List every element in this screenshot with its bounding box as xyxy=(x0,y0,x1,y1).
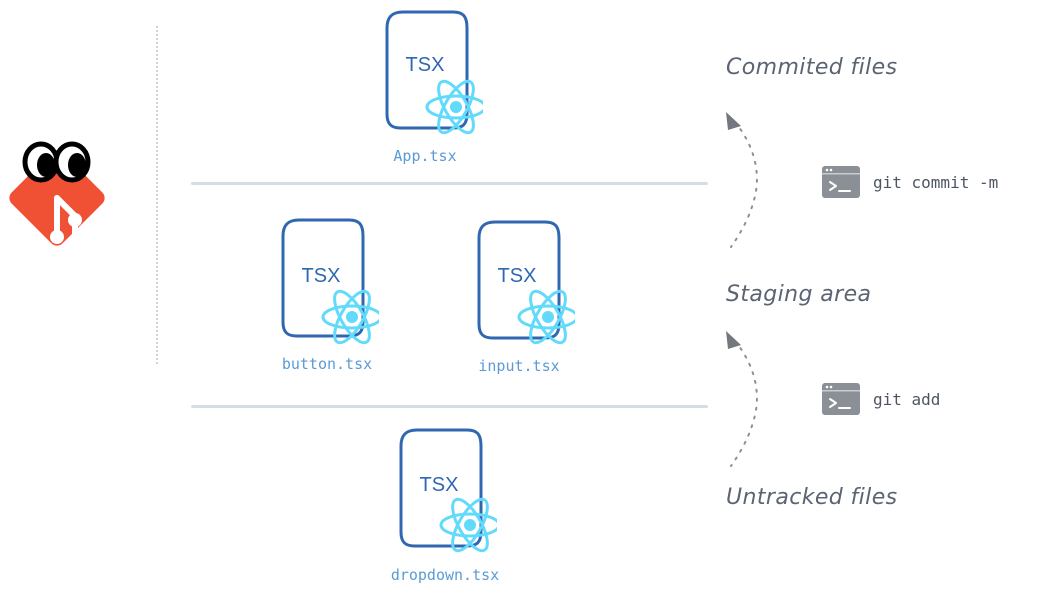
git-logo xyxy=(8,140,118,265)
terminal-icon xyxy=(822,166,860,198)
file-badge: TSX xyxy=(420,474,459,496)
terminal-icon xyxy=(822,383,860,415)
dotted-arrow-up-icon xyxy=(726,331,758,467)
arrow-to-staging xyxy=(723,327,763,467)
tsx-file-icon: TSX xyxy=(385,10,487,135)
arrow-to-committed xyxy=(723,108,763,248)
file-name-dropdown: dropdown.tsx xyxy=(390,566,500,584)
commit-command-text: git commit -m xyxy=(873,172,999,192)
file-name-button: button.tsx xyxy=(281,355,373,373)
tsx-file-icon: TSX xyxy=(281,218,383,345)
file-badge: TSX xyxy=(498,265,537,287)
add-command-text: git add xyxy=(873,389,941,409)
react-icon xyxy=(321,289,383,345)
commit-command: git commit -m xyxy=(821,165,998,199)
file-card-button[interactable]: TSX xyxy=(279,218,383,348)
googly-eyes-icon xyxy=(22,141,91,183)
vertical-divider xyxy=(156,26,158,364)
file-name-input: input.tsx xyxy=(478,357,560,375)
file-card-input[interactable]: TSX xyxy=(475,220,579,350)
committed-staging-separator xyxy=(191,182,708,185)
file-badge: TSX xyxy=(302,265,341,287)
file-card-app[interactable]: TSX xyxy=(383,10,487,140)
tsx-file-icon: TSX xyxy=(399,428,501,553)
stage-label-staging: Staging area xyxy=(726,282,872,307)
react-icon xyxy=(425,79,487,135)
file-name-app: App.tsx xyxy=(393,147,457,165)
staging-untracked-separator xyxy=(191,405,708,408)
dotted-arrow-up-icon xyxy=(726,112,758,248)
file-card-dropdown[interactable]: TSX xyxy=(397,428,501,558)
stage-label-untracked: Untracked files xyxy=(726,485,898,510)
git-logo-icon xyxy=(9,141,105,246)
add-command: git add xyxy=(821,382,940,416)
tsx-file-icon: TSX xyxy=(477,220,579,345)
file-badge: TSX xyxy=(406,54,445,76)
stage-label-committed: Commited files xyxy=(726,55,898,80)
